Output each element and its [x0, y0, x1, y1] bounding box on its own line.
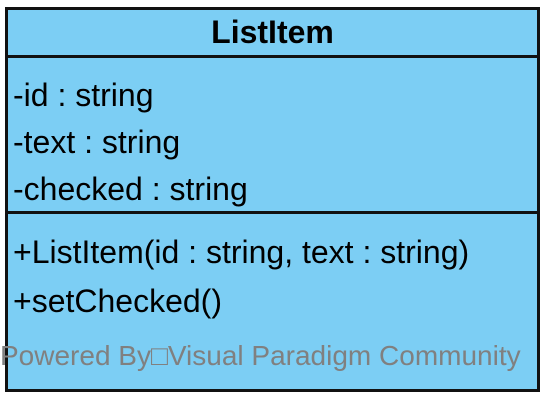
attribute-row: -text : string — [13, 124, 181, 160]
operations-compartment: +ListItem(id : string, text : string) +s… — [13, 228, 469, 326]
title-divider — [8, 55, 537, 58]
attributes-compartment: -id : string -text : string -checked : s… — [13, 72, 248, 213]
watermark-text: Powered By□Visual Paradigm Community — [0, 340, 521, 371]
class-title: ListItem — [211, 14, 334, 50]
attribute-row: -id : string — [13, 77, 154, 113]
operations-divider — [8, 211, 537, 214]
uml-class-box[interactable]: ListItem -id : string -text : string -ch… — [5, 7, 540, 392]
operation-row: +setChecked() — [13, 283, 222, 319]
operation-row: +ListItem(id : string, text : string) — [13, 234, 470, 270]
attribute-row: -checked : string — [13, 171, 248, 207]
